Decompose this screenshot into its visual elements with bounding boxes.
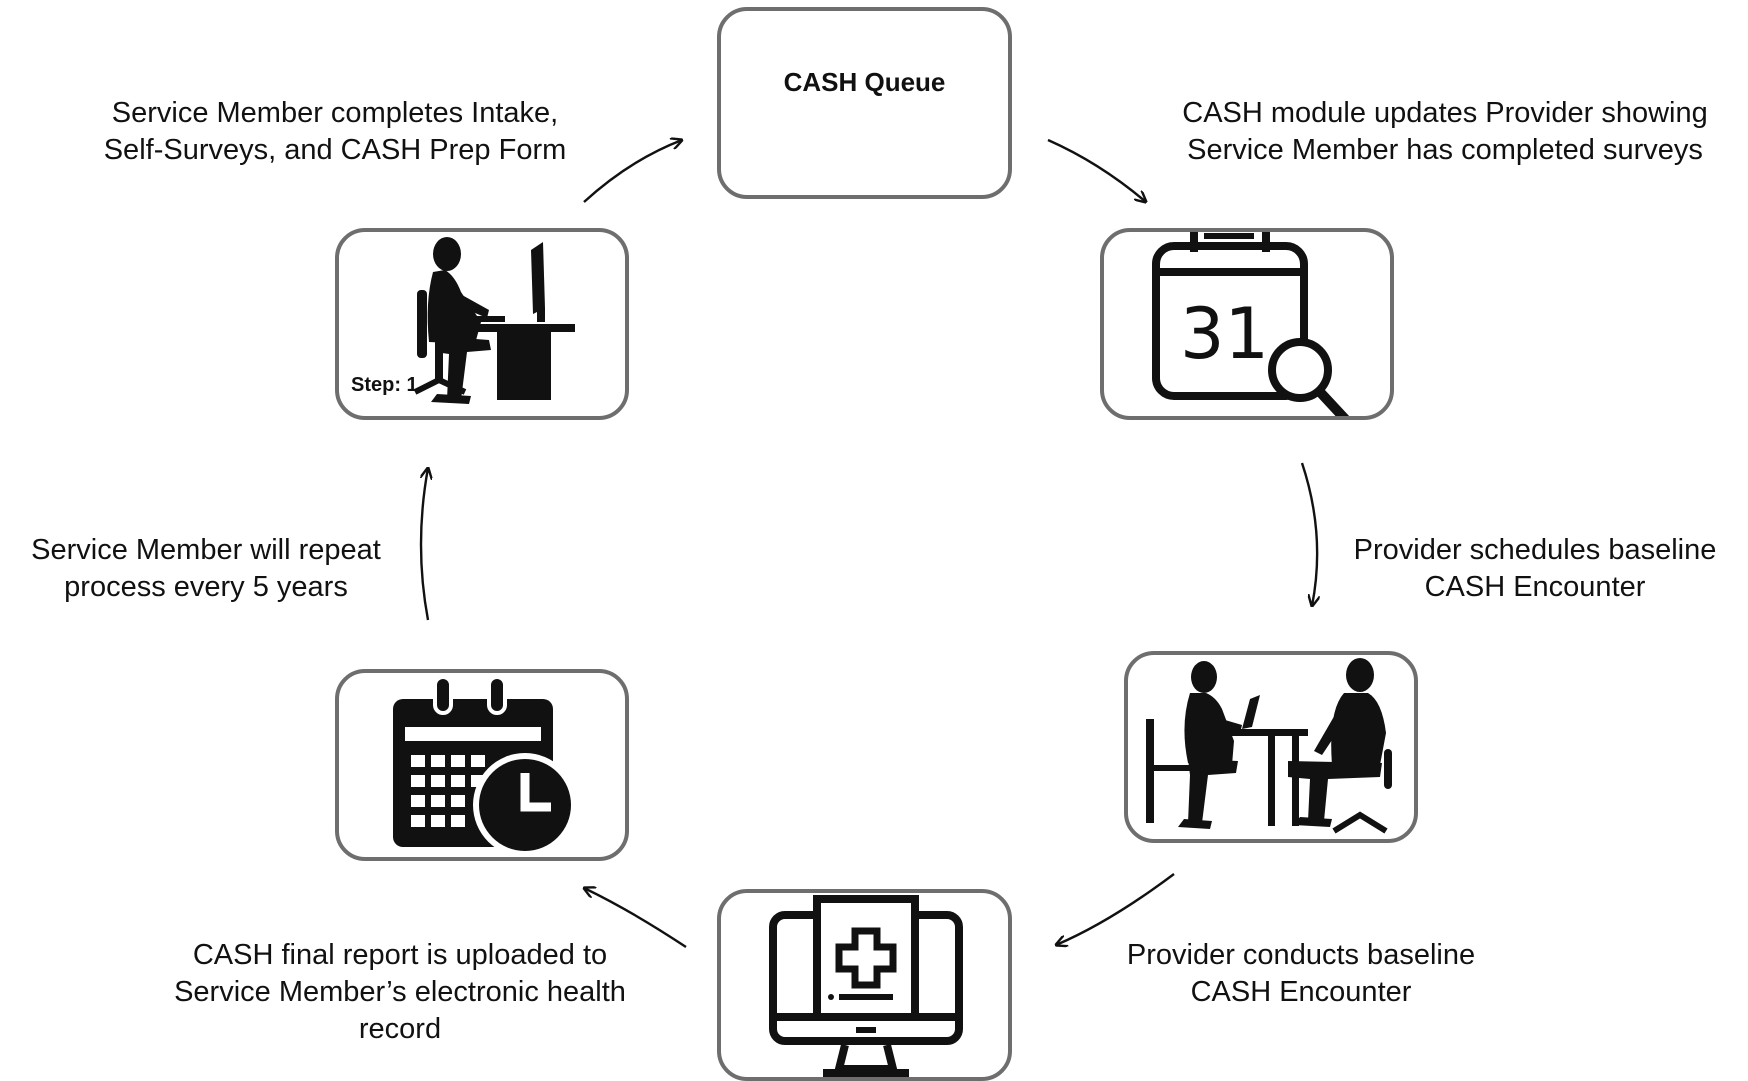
- calendar-search-icon: 31: [1152, 232, 1350, 416]
- step-label: Step: 1: [351, 374, 418, 396]
- arrow-encounter-to-upload: [1056, 873, 1175, 945]
- caption-repeat: Service Member will repeat process every…: [31, 534, 381, 603]
- monitor-medical-record-icon: [769, 895, 963, 1077]
- review-box: 31: [1100, 228, 1394, 420]
- arrow-review-to-encounter: [1300, 462, 1317, 606]
- caption-conducts: Provider conducts baseline CASH Encounte…: [1126, 939, 1476, 1008]
- arrow-step1-to-queue: [583, 140, 682, 203]
- cash-queue-title: CASH Queue: [783, 67, 946, 97]
- arrow-queue-to-review: [1047, 138, 1146, 202]
- caption-intake: Service Member completes Intake, Self-Su…: [103, 97, 567, 166]
- encounter-box: [1124, 651, 1418, 843]
- provider-consultation-icon: [1146, 658, 1392, 834]
- person-at-computer-icon: [413, 237, 575, 404]
- caption-schedules: Provider schedules baseline CASH Encount…: [1353, 534, 1717, 603]
- caption-report: CASH final report is uploaded to Service…: [174, 939, 626, 1045]
- calendar-clock-icon: [393, 675, 577, 857]
- arrow-repeat-to-step1: [419, 468, 428, 621]
- cash-queue-box: CASH Queue: [717, 7, 1012, 199]
- caption-updates: CASH module updates Provider showing Ser…: [1182, 97, 1708, 166]
- calendar-day-number: 31: [1180, 293, 1269, 375]
- upload-box: [717, 889, 1012, 1081]
- arrow-upload-to-repeat: [584, 888, 687, 949]
- step1-box: Step: 1: [335, 228, 629, 420]
- repeat-box: [335, 669, 629, 861]
